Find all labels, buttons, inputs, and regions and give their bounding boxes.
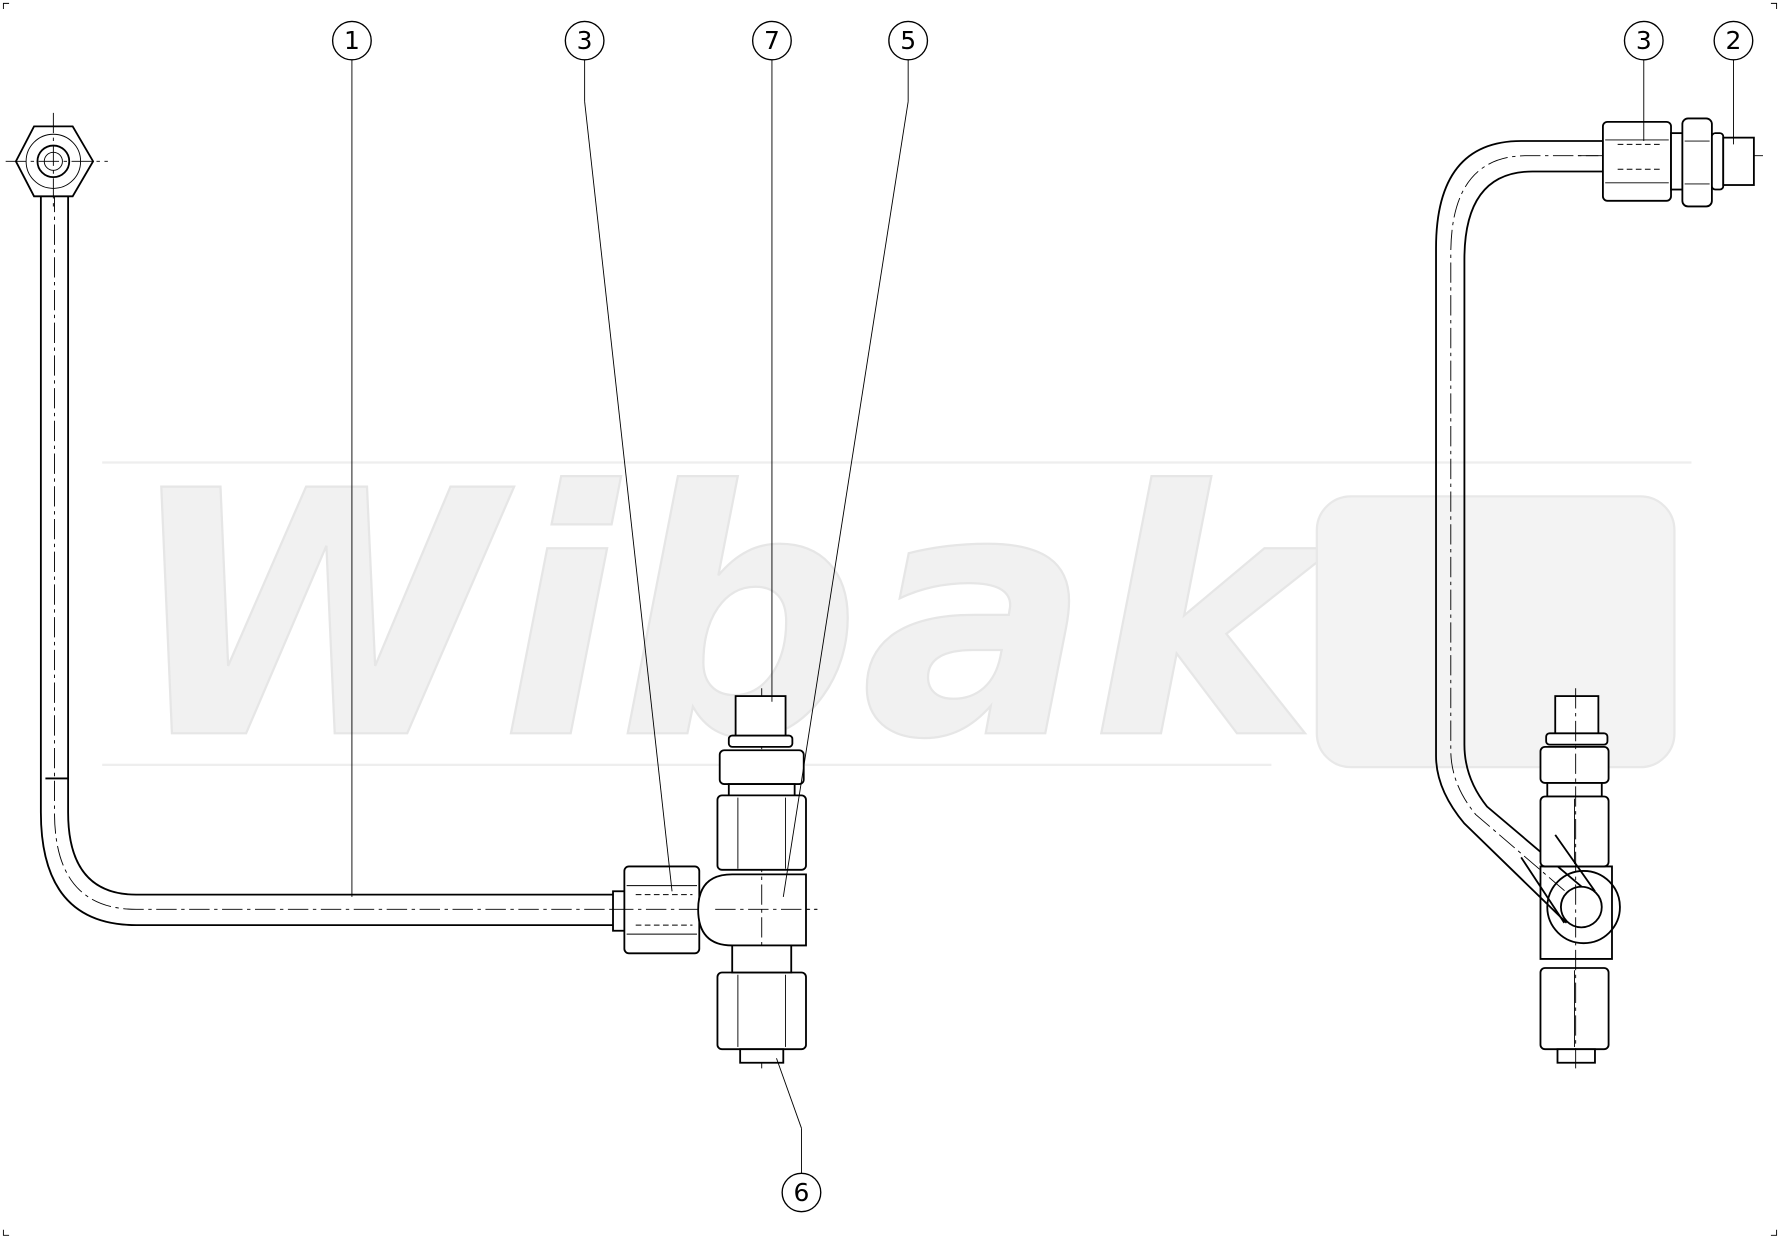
balloon-part-6: 6 bbox=[781, 1172, 822, 1213]
leader-lines bbox=[351, 59, 1734, 1174]
watermark-text: Wibako bbox=[125, 420, 1539, 814]
balloon-part-3-right: 3 bbox=[1623, 20, 1664, 61]
balloon-part-3: 3 bbox=[564, 20, 605, 61]
union-nut-part-3 bbox=[612, 865, 704, 955]
balloon-label: 2 bbox=[1726, 26, 1742, 55]
watermark-logo-icon bbox=[1315, 495, 1676, 769]
hex-nut-end bbox=[5, 112, 108, 210]
connector-part-2 bbox=[1670, 117, 1755, 208]
balloon-label: 1 bbox=[344, 26, 360, 55]
balloon-label: 3 bbox=[577, 26, 593, 55]
balloon-part-7: 7 bbox=[751, 20, 792, 61]
balloon-part-2: 2 bbox=[1713, 20, 1754, 61]
plug-part-7 bbox=[716, 695, 807, 871]
left-view-assembly bbox=[5, 112, 818, 1072]
pipe-part-1 bbox=[39, 191, 818, 927]
balloon-part-5: 5 bbox=[888, 20, 929, 61]
right-view-assembly bbox=[1435, 117, 1766, 1072]
balloon-label: 7 bbox=[764, 26, 780, 55]
balloon-part-1: 1 bbox=[331, 20, 372, 61]
balloon-label: 5 bbox=[900, 26, 916, 55]
balloon-label: 3 bbox=[1636, 26, 1652, 55]
watermark: Wibako bbox=[102, 419, 1692, 815]
balloon-label: 6 bbox=[794, 1178, 810, 1207]
nut-part-6 bbox=[716, 944, 807, 1064]
tee-stack-side bbox=[1520, 688, 1621, 1072]
union-nut-part-3-side bbox=[1601, 120, 1672, 202]
